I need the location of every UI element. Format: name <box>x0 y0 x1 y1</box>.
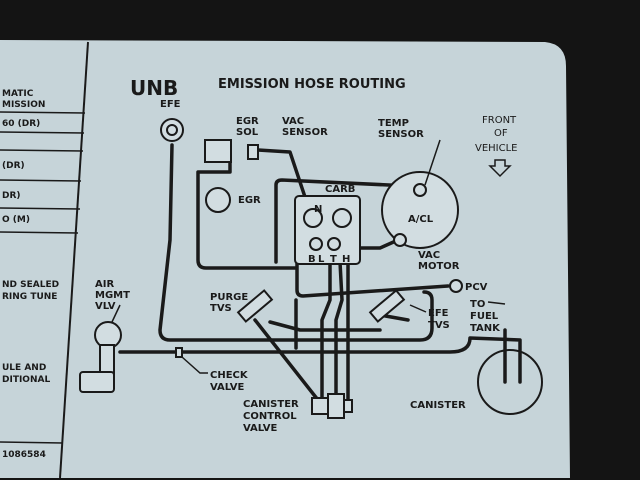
side-text: MISSION <box>2 100 45 110</box>
side-text: 1086584 <box>2 450 46 460</box>
title-code: UNB <box>130 76 178 100</box>
temp-sensor <box>413 183 427 197</box>
label-canister: CANISTER <box>410 400 466 411</box>
side-text: (DR) <box>2 161 25 171</box>
label-air-mgmt: VLV <box>95 301 116 312</box>
label-to-fuel-tank: TANK <box>470 323 501 334</box>
panel-divider <box>59 41 89 479</box>
label-egr-sol: EGR <box>236 116 259 127</box>
label-canister-control-valve: CONTROL <box>243 411 297 422</box>
side-text: ULE AND <box>2 363 46 373</box>
label-carb-port: L <box>318 254 325 265</box>
label-front: OF <box>494 128 508 139</box>
label-purge-tvs: PURGE <box>210 292 248 303</box>
label-temp-sensor: SENSOR <box>378 129 424 140</box>
hoses <box>118 143 522 402</box>
purge-tvs <box>236 289 274 323</box>
label-check-valve: VALVE <box>210 382 245 393</box>
label-air-mgmt: MGMT <box>95 290 130 301</box>
label-vac-sensor: VAC <box>282 116 304 127</box>
label-vac-sensor: SENSOR <box>282 127 328 138</box>
label-temp-sensor: TEMP <box>378 118 409 129</box>
side-text: MATIC <box>2 89 34 99</box>
canister-control-valve <box>311 397 329 415</box>
label-air-mgmt: AIR <box>95 279 114 290</box>
label-front: VEHICLE <box>475 143 518 154</box>
egr-solenoid <box>204 139 232 163</box>
label-pcv: PCV <box>465 282 488 293</box>
side-text: DR) <box>2 191 21 201</box>
side-panel: MATIC MISSION 60 (DR) (DR) DR) O (M) ND … <box>0 89 86 460</box>
canister <box>477 349 543 415</box>
label-carb-port: B <box>308 254 316 265</box>
check-valve <box>175 347 183 358</box>
label-efe-tvs: EFE <box>428 308 449 319</box>
side-text: 60 (DR) <box>2 119 40 129</box>
label-purge-tvs: TVS <box>210 303 232 314</box>
efe-tvs <box>368 289 406 323</box>
side-text: O (M) <box>2 215 30 225</box>
label-carb-port: N <box>314 204 322 215</box>
label-to-fuel-tank: TO <box>470 299 485 310</box>
side-text: RING TUNE <box>2 292 57 302</box>
label-carb: CARB <box>325 184 355 195</box>
label-canister-control-valve: CANISTER <box>243 399 299 410</box>
efe-valve-port <box>166 124 178 136</box>
side-text: ND SEALED <box>2 280 59 290</box>
label-check-valve: CHECK <box>210 370 249 381</box>
label-vac-motor: VAC <box>418 250 440 261</box>
label-acl: A/CL <box>408 214 434 225</box>
label-efe: EFE <box>160 99 181 110</box>
label-card <box>0 40 570 478</box>
air-cleaner <box>381 171 459 249</box>
pcv-valve <box>449 279 463 293</box>
label-canister-control-valve: VALVE <box>243 423 278 434</box>
label-to-fuel-tank: FUEL <box>470 311 499 322</box>
vac-motor <box>393 233 407 247</box>
label-efe-tvs: TVS <box>428 320 450 331</box>
title-text: EMISSION HOSE ROUTING <box>218 77 406 92</box>
label-vac-motor: MOTOR <box>418 261 460 272</box>
label-egr: EGR <box>238 195 261 206</box>
egr-valve <box>205 187 231 213</box>
label-egr-sol: SOL <box>236 127 259 138</box>
label-front: FRONT <box>482 115 517 126</box>
label-carb-port: H <box>342 254 350 265</box>
front-arrow-icon <box>488 159 512 178</box>
side-text: DITIONAL <box>2 375 50 385</box>
label-carb-port: T <box>330 254 337 265</box>
vac-sensor <box>247 144 259 160</box>
